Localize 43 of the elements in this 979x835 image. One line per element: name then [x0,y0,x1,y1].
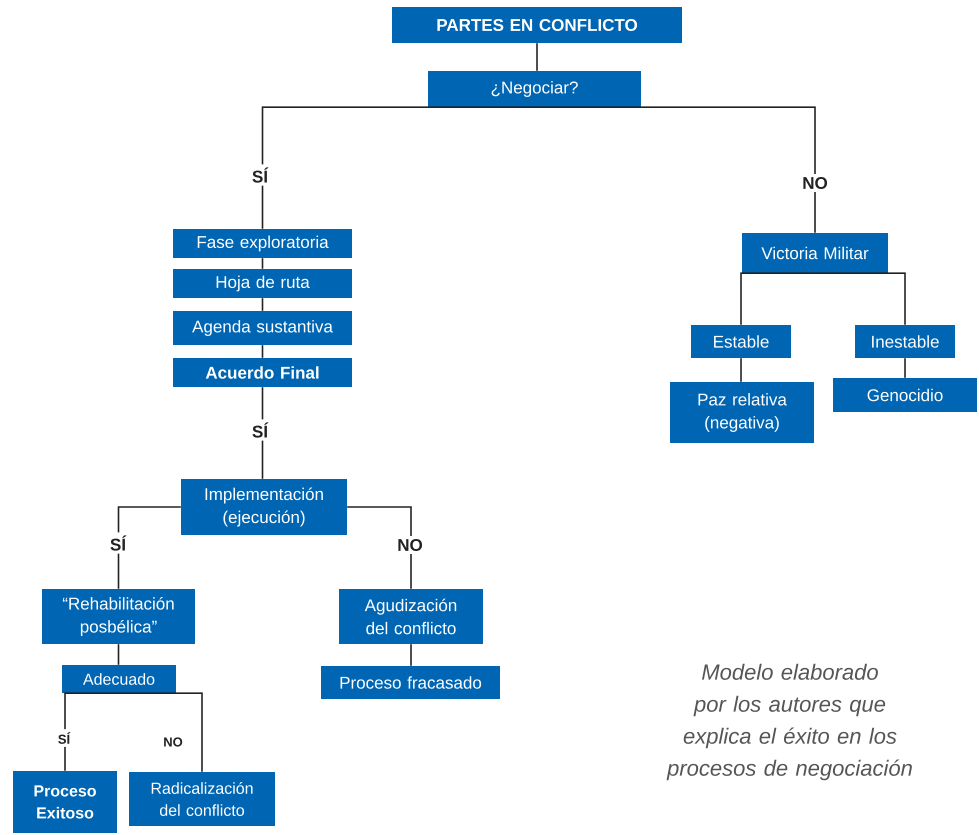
process-box: Fase exploratoria [173,229,352,258]
edge-label: SÍ [54,729,74,747]
process-box: Adecuado [62,665,176,693]
process-box: Inestable [855,325,956,358]
connector-line [118,644,120,665]
edge-label: NO [160,734,186,750]
connector-line [904,358,906,378]
connector-line [347,506,412,589]
edge-label: NO [394,536,426,554]
connector-line [740,358,742,382]
connector-line [262,387,264,479]
connector-line [262,258,264,269]
connector-line [262,106,534,229]
process-box: Radicalización del conflicto [129,772,275,826]
process-box: Genocidio [833,378,978,412]
process-box: Acuerdo Final [173,358,352,387]
process-box: Implementación (ejecución) [181,479,347,535]
connector-line [815,272,906,325]
process-box: Agudización del conflicto [339,589,483,644]
process-box: Agenda sustantiva [173,311,352,345]
process-box: PARTES EN CONFLICTO [392,6,682,43]
connector-line [64,692,119,771]
process-box: Hoja de ruta [173,269,352,298]
process-box: Proceso fracasado [321,666,500,699]
caption: Modelo elaborado por los autores que explica el éxito en los procesos de negociación [666,664,912,780]
process-box: ¿Negociar? [428,71,641,107]
process-box: Estable [691,325,791,358]
process-box: Paz relativa (negativa) [670,382,814,443]
connector-line [536,43,538,71]
connector-line [262,298,264,311]
connector-line [119,692,203,772]
connector-line [262,345,264,358]
process-box: Proceso Exitoso [13,771,117,833]
edge-label: SÍ [248,164,272,186]
edge-label: SÍ [106,532,130,554]
connector-line [534,106,816,233]
process-box: “Rehabilitación posbélica” [42,589,195,644]
connector-line [740,272,815,325]
edge-label: SÍ [248,419,272,441]
connector-line [118,506,181,589]
edge-label: NO [799,174,831,192]
connector-line [410,644,412,666]
process-box: Victoria Militar [742,233,888,273]
